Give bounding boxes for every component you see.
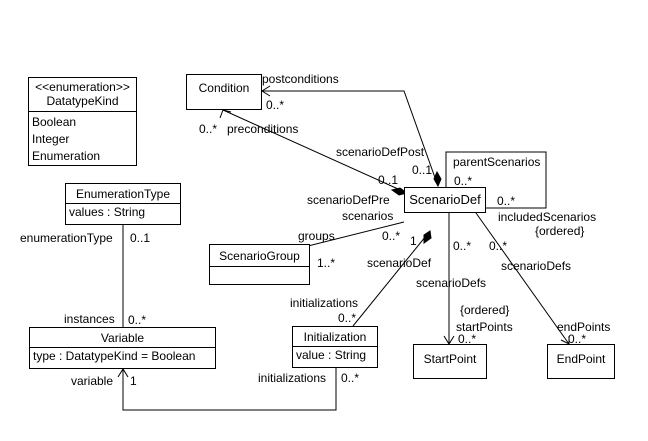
class-attribute: values : String — [66, 203, 180, 221]
variable-role: variable — [71, 374, 114, 388]
instances-multiplicity: 0..* — [128, 313, 147, 327]
scenarios-multiplicity: 0..* — [382, 229, 401, 243]
scenario-def-init-multiplicity: 1 — [410, 234, 417, 248]
scenario-def-post-multiplicity: 0..1 — [412, 163, 433, 177]
initializations-bottom-multiplicity: 0..* — [341, 371, 360, 385]
class-name: EnumerationType — [75, 187, 171, 201]
datatype-kind-header: <<enumeration>> DatatypeKind — [29, 78, 136, 111]
start-point-class[interactable]: StartPoint — [413, 344, 487, 379]
parent-scenarios-role: parentScenarios — [453, 155, 541, 169]
scenarios-role: scenarios — [342, 209, 394, 223]
variable-arrowhead — [117, 368, 129, 378]
initializations-bottom-role: initializations — [258, 371, 327, 385]
groups-multiplicity: 1..* — [317, 256, 336, 270]
groups-role: groups — [298, 229, 335, 243]
scenario-defs-start-role: scenarioDefs — [416, 276, 487, 290]
class-name: Condition — [198, 81, 250, 95]
enumeration-type-class[interactable]: EnumerationType values : String — [65, 183, 181, 225]
preconditions-association — [222, 109, 408, 194]
instances-role: instances — [64, 312, 115, 326]
preconditions-multiplicity: 0..* — [199, 122, 218, 136]
enum-literal: Boolean — [32, 115, 77, 129]
scenario-def-post-diamond — [433, 170, 442, 188]
variable-multiplicity: 1 — [130, 374, 137, 388]
condition-class[interactable]: Condition — [186, 74, 262, 110]
preconditions-role: preconditions — [227, 122, 299, 136]
scenario-def-class[interactable]: ScenarioDef — [404, 187, 486, 213]
class-name: ScenarioDef — [409, 192, 481, 207]
variable-association — [122, 368, 337, 411]
enumeration-type-role: enumerationType — [20, 231, 113, 245]
datatype-kind-class[interactable]: <<enumeration>> DatatypeKind Boolean Int… — [28, 77, 137, 166]
postconditions-multiplicity: 0..* — [266, 98, 285, 112]
postconditions-association — [262, 90, 439, 187]
scenario-def-post-role: scenarioDefPost — [336, 145, 425, 159]
preconditions-arrowhead — [219, 109, 232, 119]
class-attribute: value : String — [293, 346, 377, 364]
end-points-association — [475, 212, 570, 345]
enumeration-stereotype: <<enumeration>> — [35, 80, 130, 94]
class-name: DatatypeKind — [46, 94, 119, 108]
scenario-def-pre-diamond — [390, 187, 409, 196]
scenario-def-init-diamond — [423, 230, 432, 244]
postconditions-role: postconditions — [262, 72, 339, 86]
start-points-ordered: {ordered} — [460, 303, 510, 317]
enum-literal: Enumeration — [32, 149, 101, 163]
parent-scenarios-multiplicity: 0..* — [454, 174, 473, 188]
start-points-role: startPoints — [456, 320, 513, 334]
initializations-top-role: initializations — [290, 296, 359, 310]
scenario-def-pre-role: scenarioDefPre — [307, 193, 390, 207]
start-points-multiplicity: 0..* — [458, 332, 477, 346]
class-name: Initialization — [303, 330, 367, 344]
initialization-association — [352, 230, 431, 327]
parent-scenarios-association — [445, 151, 547, 209]
scenario-defs-end-role: scenarioDefs — [501, 259, 572, 273]
included-scenarios-ordered: {ordered} — [535, 224, 585, 238]
initialization-class[interactable]: Initialization value : String — [292, 326, 378, 368]
initializations-top-multiplicity: 0..* — [338, 311, 357, 325]
scenario-def-pre-multiplicity: 0..1 — [378, 173, 399, 187]
end-points-role: endPoints — [557, 320, 611, 334]
class-attribute: type : DatatypeKind = Boolean — [30, 347, 215, 365]
postconditions-arrowhead — [261, 85, 271, 97]
class-name: EndPoint — [556, 352, 606, 366]
class-name: ScenarioGroup — [219, 249, 300, 263]
literal-compartment: Boolean Integer Enumeration — [29, 111, 136, 165]
end-points-multiplicity: 0..* — [568, 332, 587, 346]
scenario-def-init-role: scenarioDef — [367, 256, 432, 270]
included-scenarios-multiplicity: 0..* — [497, 194, 516, 208]
enumeration-type-multiplicity: 0..1 — [130, 231, 151, 245]
empty-compartment — [210, 266, 309, 267]
scenario-defs-start-multiplicity: 0..* — [453, 239, 472, 253]
scenario-defs-end-multiplicity: 0..* — [489, 239, 508, 253]
class-name: StartPoint — [423, 352, 477, 366]
scenario-group-class[interactable]: ScenarioGroup — [209, 244, 310, 285]
variable-class[interactable]: Variable type : DatatypeKind = Boolean — [29, 327, 216, 369]
class-name: Variable — [100, 331, 145, 345]
end-point-class[interactable]: EndPoint — [547, 344, 615, 379]
enum-literal: Integer — [32, 132, 70, 146]
included-scenarios-role: includedScenarios — [498, 210, 597, 224]
